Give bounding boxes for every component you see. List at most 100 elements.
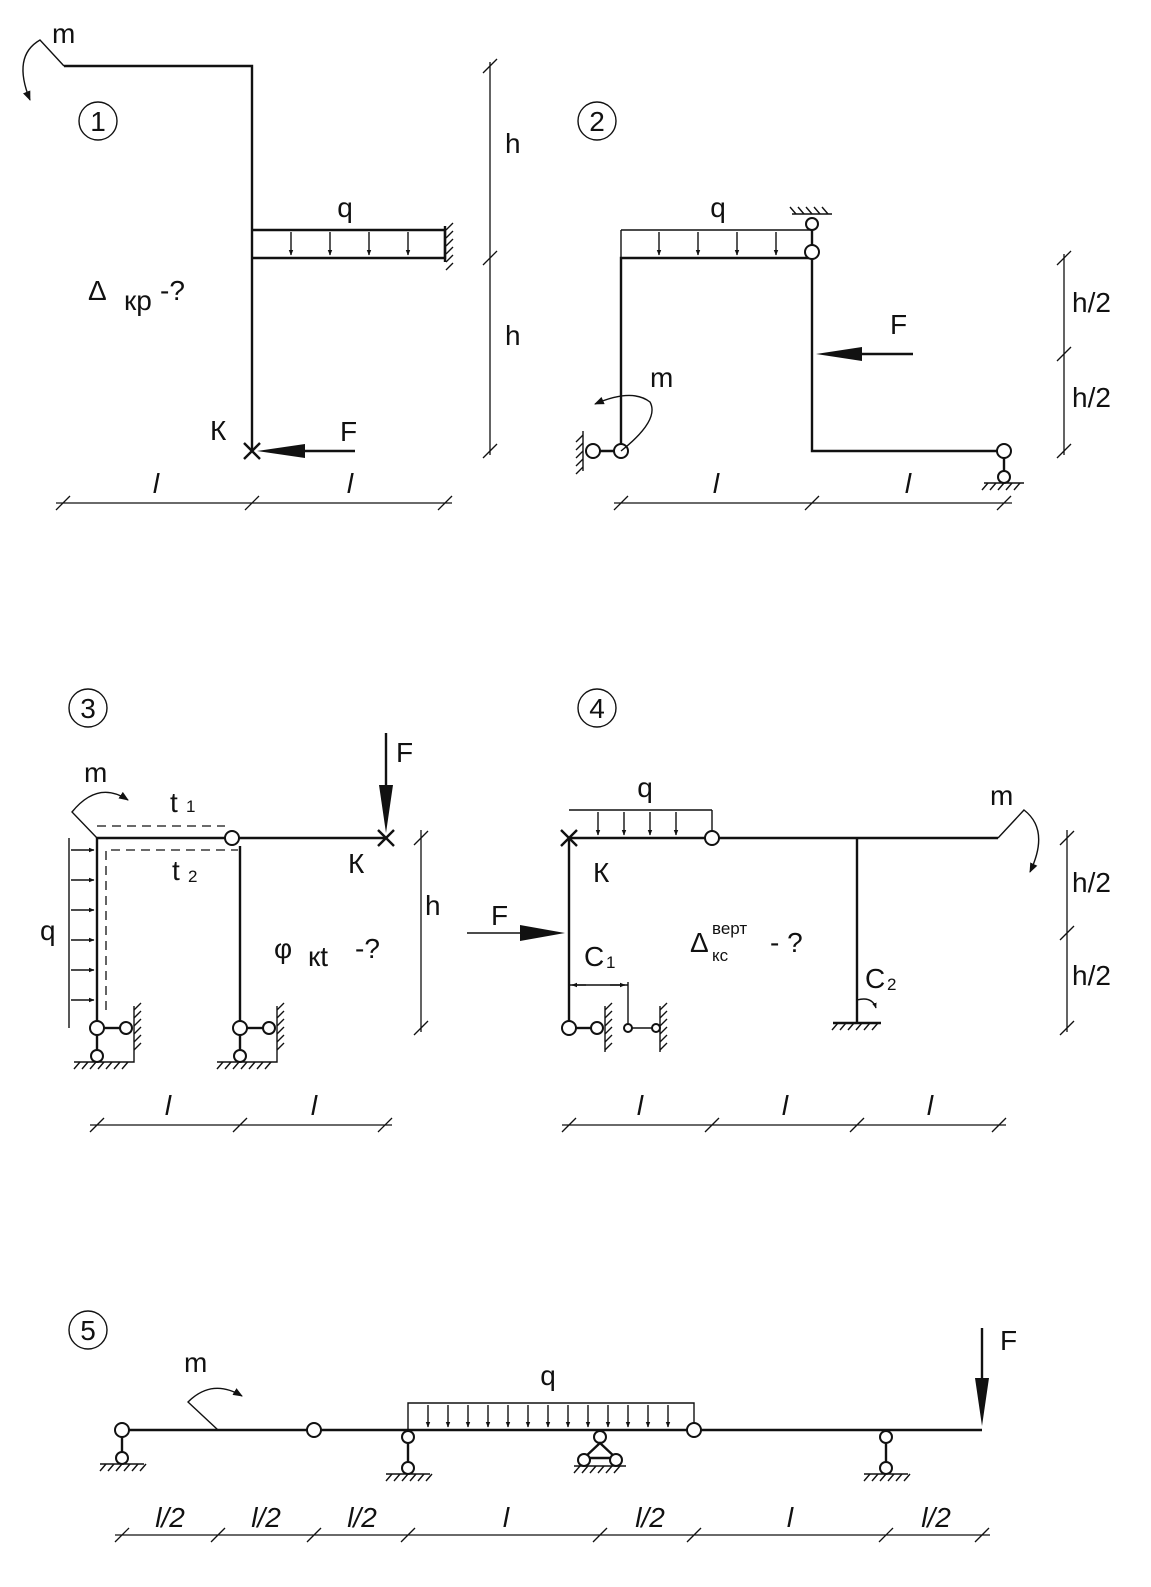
dim-seg-5: l/2 xyxy=(635,1502,665,1533)
query-suffix: -? xyxy=(160,275,185,306)
query-subscript: кс xyxy=(712,946,729,965)
point-k-cross xyxy=(560,829,578,847)
dim-seg-6: l xyxy=(787,1502,794,1533)
frame xyxy=(95,830,386,1028)
dimension-vertical: h h xyxy=(482,58,521,459)
scheme-3: 3 q m t 1 t 2 xyxy=(40,688,441,1133)
left-support xyxy=(561,1002,613,1052)
query-subscript: кр xyxy=(124,285,152,316)
query-symbol: Δ xyxy=(88,275,107,306)
unknown-query: Δ верт кс - ? xyxy=(690,919,803,965)
moment-label-m: m xyxy=(184,1347,207,1378)
moment-label-m: m xyxy=(84,757,107,788)
support-c-fixed-pin xyxy=(573,1430,626,1474)
c1-label: C xyxy=(584,941,604,972)
scheme-number-circle xyxy=(78,101,118,141)
fixed-support-hatching xyxy=(443,222,454,271)
dim-l-left: l xyxy=(713,468,720,499)
dimension-horizontal: l l xyxy=(613,468,1012,511)
force-arrow-f xyxy=(257,444,355,458)
scheme-number: 2 xyxy=(589,106,605,137)
right-support xyxy=(216,1002,285,1070)
force-label-f: F xyxy=(1000,1325,1017,1356)
point-label-k: К xyxy=(348,848,365,879)
t1-label: t xyxy=(170,787,178,818)
query-symbol: Δ xyxy=(690,927,709,958)
load-label-q: q xyxy=(337,192,353,223)
moment-label-m: m xyxy=(990,780,1013,811)
dim-l-left: l xyxy=(153,468,160,499)
dim-h: h xyxy=(425,890,441,921)
dim-seg-4: l xyxy=(503,1502,510,1533)
point-label-k: К xyxy=(210,415,227,446)
c1-subscript: 1 xyxy=(606,953,615,972)
force-label-f: F xyxy=(491,900,508,931)
top-support xyxy=(789,206,832,260)
point-label-k: К xyxy=(593,857,610,888)
c2-subscript: 2 xyxy=(887,975,896,994)
force-label-f: F xyxy=(340,416,357,447)
scheme-number: 1 xyxy=(90,106,106,137)
moment-arrow xyxy=(71,791,129,839)
force-arrow-f xyxy=(379,733,393,833)
point-k-cross xyxy=(377,829,395,847)
right-support xyxy=(981,443,1024,491)
dim-seg-2: l/2 xyxy=(251,1502,281,1533)
distributed-load-horizontal xyxy=(68,838,95,1028)
scheme-number-circle xyxy=(68,688,108,728)
moment-arrow xyxy=(22,39,65,101)
dim-l-right: l xyxy=(905,468,912,499)
support-d xyxy=(863,1430,911,1482)
distributed-load xyxy=(407,1402,695,1430)
dimension-horizontal: l l xyxy=(55,468,453,511)
right-fixed-support xyxy=(831,998,881,1031)
beam xyxy=(122,1422,982,1438)
support-b xyxy=(385,1430,433,1482)
scheme-5: 5 xyxy=(68,1310,1017,1543)
scheme-number-circle xyxy=(577,101,617,141)
query-suffix: - ? xyxy=(770,927,803,958)
dim-seg-1: l/2 xyxy=(155,1502,185,1533)
frame xyxy=(64,64,447,451)
dim-l-right: l xyxy=(311,1090,318,1121)
load-label-q: q xyxy=(637,772,653,803)
distributed-load xyxy=(569,809,713,836)
moment-arrow xyxy=(186,1387,243,1431)
scheme-2: 2 q m F xyxy=(575,101,1111,511)
dim-h2-upper: h/2 xyxy=(1072,287,1111,318)
dim-h2-lower: h/2 xyxy=(1072,382,1111,413)
moment-label-m: m xyxy=(52,18,75,49)
scheme-number: 3 xyxy=(80,693,96,724)
load-label-q: q xyxy=(710,192,726,223)
force-label-f: F xyxy=(396,737,413,768)
t1-subscript: 1 xyxy=(186,797,195,816)
dim-l-2: l xyxy=(782,1090,789,1121)
unknown-query: Δ кр -? xyxy=(88,275,185,316)
force-arrow-f xyxy=(816,347,913,361)
dim-seg-3: l/2 xyxy=(347,1502,377,1533)
dim-l-3: l xyxy=(927,1090,934,1121)
moment-label-m: m xyxy=(650,362,673,393)
distributed-load-arrows xyxy=(656,232,779,256)
scheme-4: 4 q К m F xyxy=(467,688,1111,1133)
t2-subscript: 2 xyxy=(188,867,197,886)
displaced-link xyxy=(623,982,668,1052)
force-label-f: F xyxy=(890,309,907,340)
left-support xyxy=(73,1002,142,1070)
load-label-q: q xyxy=(40,915,56,946)
moment-arrow xyxy=(594,394,653,452)
scheme-number: 4 xyxy=(589,693,605,724)
c2-label: C xyxy=(865,963,885,994)
dim-h2-lower: h/2 xyxy=(1072,960,1111,991)
unknown-query: φ кt -? xyxy=(274,933,380,972)
dimension-horizontal: l l xyxy=(89,1090,393,1133)
query-superscript: верт xyxy=(712,919,747,938)
query-suffix: -? xyxy=(355,933,380,964)
intermediate-hinge xyxy=(686,1422,702,1438)
dim-l-right: l xyxy=(347,468,354,499)
force-arrow-f xyxy=(467,925,565,941)
dimension-vertical: h/2 h/2 xyxy=(1056,250,1111,459)
load-label-q: q xyxy=(540,1360,556,1391)
query-symbol: φ xyxy=(274,933,292,964)
